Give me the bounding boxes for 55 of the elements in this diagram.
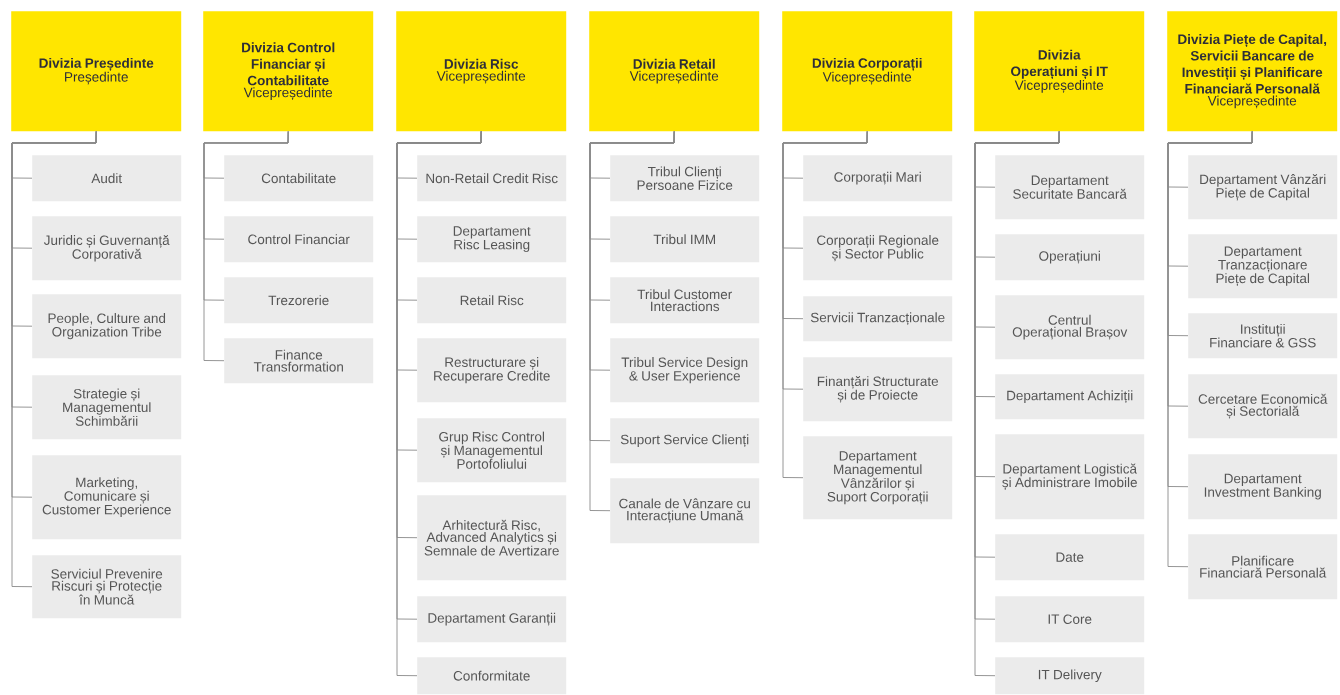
department-box: Centrul Operațional Brașov xyxy=(995,295,1145,360)
department-box: Control Financiar xyxy=(224,216,374,263)
connector-line xyxy=(1167,130,1253,568)
division-box: Divizia Control Financiar și Contabilitate Vicepreședinte xyxy=(203,11,374,132)
department-box: Strategie și Managementul Schimbării xyxy=(32,375,182,440)
department-box: Canale de Vânzare cu Interacțiune Umană xyxy=(610,478,760,544)
department-box: People, Culture and Organization Tribe xyxy=(32,294,182,359)
department-box: Arhitectură Risc, Advanced Analytics și Semnale de Avertizare xyxy=(417,495,567,581)
department-box: Departament Achiziții xyxy=(995,374,1145,420)
department-box: Tribul Customer Interactions xyxy=(610,277,760,324)
department-box: Planificare Financiară Personală xyxy=(1188,534,1338,600)
department-box: Audit xyxy=(32,155,182,202)
department-box: Finance Transformation xyxy=(224,338,374,384)
department-box: Marketing, Comunicare și Customer Experience xyxy=(32,455,182,540)
department-box: Instituții Financiare & GSS xyxy=(1188,313,1338,359)
department-box: Tribul IMM xyxy=(610,216,760,263)
department-box: Departament Garanții xyxy=(417,596,567,643)
department-box: Conformitate xyxy=(417,657,567,695)
division-box: Divizia Operațiuni și IT Vicepreședinte xyxy=(974,11,1145,132)
department-box: IT Core xyxy=(995,596,1145,643)
department-box: Finanțări Structurate și de Proiecte xyxy=(803,357,953,422)
department-box: Grup Risc Control și Managementul Portofoliului xyxy=(417,418,567,483)
department-box: Departament Managementul Vânzărilor și Suport Corporații xyxy=(803,436,953,520)
department-box: Operațiuni xyxy=(995,234,1145,281)
connector-line xyxy=(589,130,675,512)
connector-line xyxy=(203,130,289,362)
department-box: Retail Risc xyxy=(417,277,567,324)
division-box: Divizia Retail Vicepreședinte xyxy=(589,11,760,132)
department-box: Departament Logistică și Administrare Imobile xyxy=(995,434,1145,520)
department-box: Cercetare Economică și Sectorială xyxy=(1188,374,1338,439)
department-box: Suport Service Clienți xyxy=(610,418,760,464)
division-box: Divizia Corporații Vicepreședinte xyxy=(782,11,953,132)
department-box: Serviciul Prevenire Riscuri și Protecție în Muncă xyxy=(32,555,182,619)
department-box: Corporații Regionale și Sector Public xyxy=(803,216,953,281)
department-box: Trezorerie xyxy=(224,277,374,324)
department-box: Date xyxy=(995,534,1145,581)
department-box: Tribul Clienți Persoane Fizice xyxy=(610,155,760,202)
department-box: Departament Tranzacționare Piețe de Capital xyxy=(1188,234,1338,299)
department-box: Contabilitate xyxy=(224,155,374,202)
department-box: IT Delivery xyxy=(995,657,1145,695)
connector-line xyxy=(782,130,868,479)
department-box: Servicii Tranzacționale xyxy=(803,296,953,342)
division-box: Divizia Piețe de Capital, Servicii Bancare de Investiții și Planificare Financiară Personală Vicepreședinte xyxy=(1167,11,1338,132)
department-box: Departament Risc Leasing xyxy=(417,216,567,263)
division-box: Divizia Președinte Președinte xyxy=(11,11,182,132)
department-box: Juridic și Guvernanță Corporativă xyxy=(32,216,182,281)
division-box: Divizia Risc Vicepreședinte xyxy=(396,11,567,132)
department-box: Tribul Service Design & User Experience xyxy=(610,338,760,403)
department-box: Departament Investment Banking xyxy=(1188,454,1338,520)
connector-line xyxy=(11,130,97,588)
department-box: Non-Retail Credit Risc xyxy=(417,155,567,202)
department-box: Departament Securitate Bancară xyxy=(995,155,1145,220)
department-box: Corporații Mari xyxy=(803,155,953,202)
department-box: Departament Vânzări Piețe de Capital xyxy=(1188,155,1338,220)
department-box: Restructurare și Recuperare Credite xyxy=(417,338,567,403)
